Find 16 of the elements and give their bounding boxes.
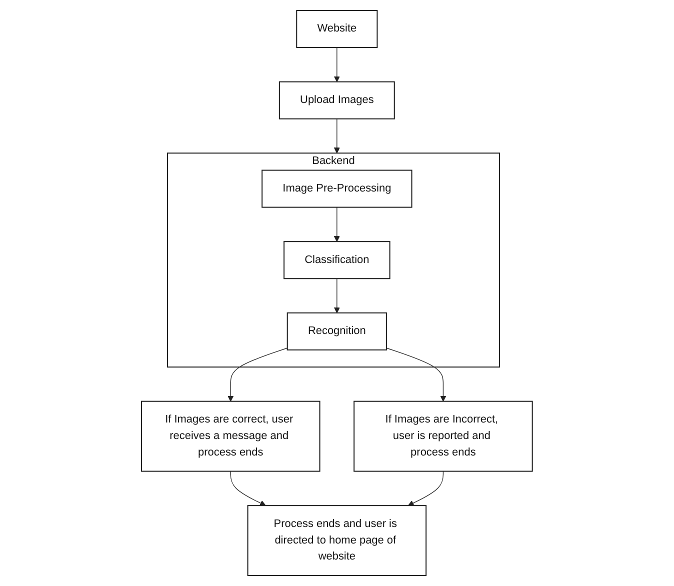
arrow	[228, 348, 288, 402]
node-box: Upload Images	[279, 81, 395, 120]
node-box: If Images are Incorrect, user is reported and process ends	[354, 400, 533, 472]
node-box: Process ends and user is directed to home page of website	[247, 505, 427, 576]
arrow	[230, 470, 266, 506]
node-box: Website	[296, 10, 378, 48]
node-box: Recognition	[286, 312, 388, 350]
node-box: Classification	[284, 241, 390, 280]
arrow	[334, 206, 340, 242]
arrow	[408, 470, 444, 506]
node-box: Image Pre-Processing	[262, 170, 412, 208]
arrow	[334, 118, 340, 154]
arrow	[334, 278, 340, 314]
arrow	[386, 348, 446, 402]
arrow	[334, 47, 340, 82]
node-box: If Images are correct, user receives a message and process ends	[141, 400, 320, 472]
